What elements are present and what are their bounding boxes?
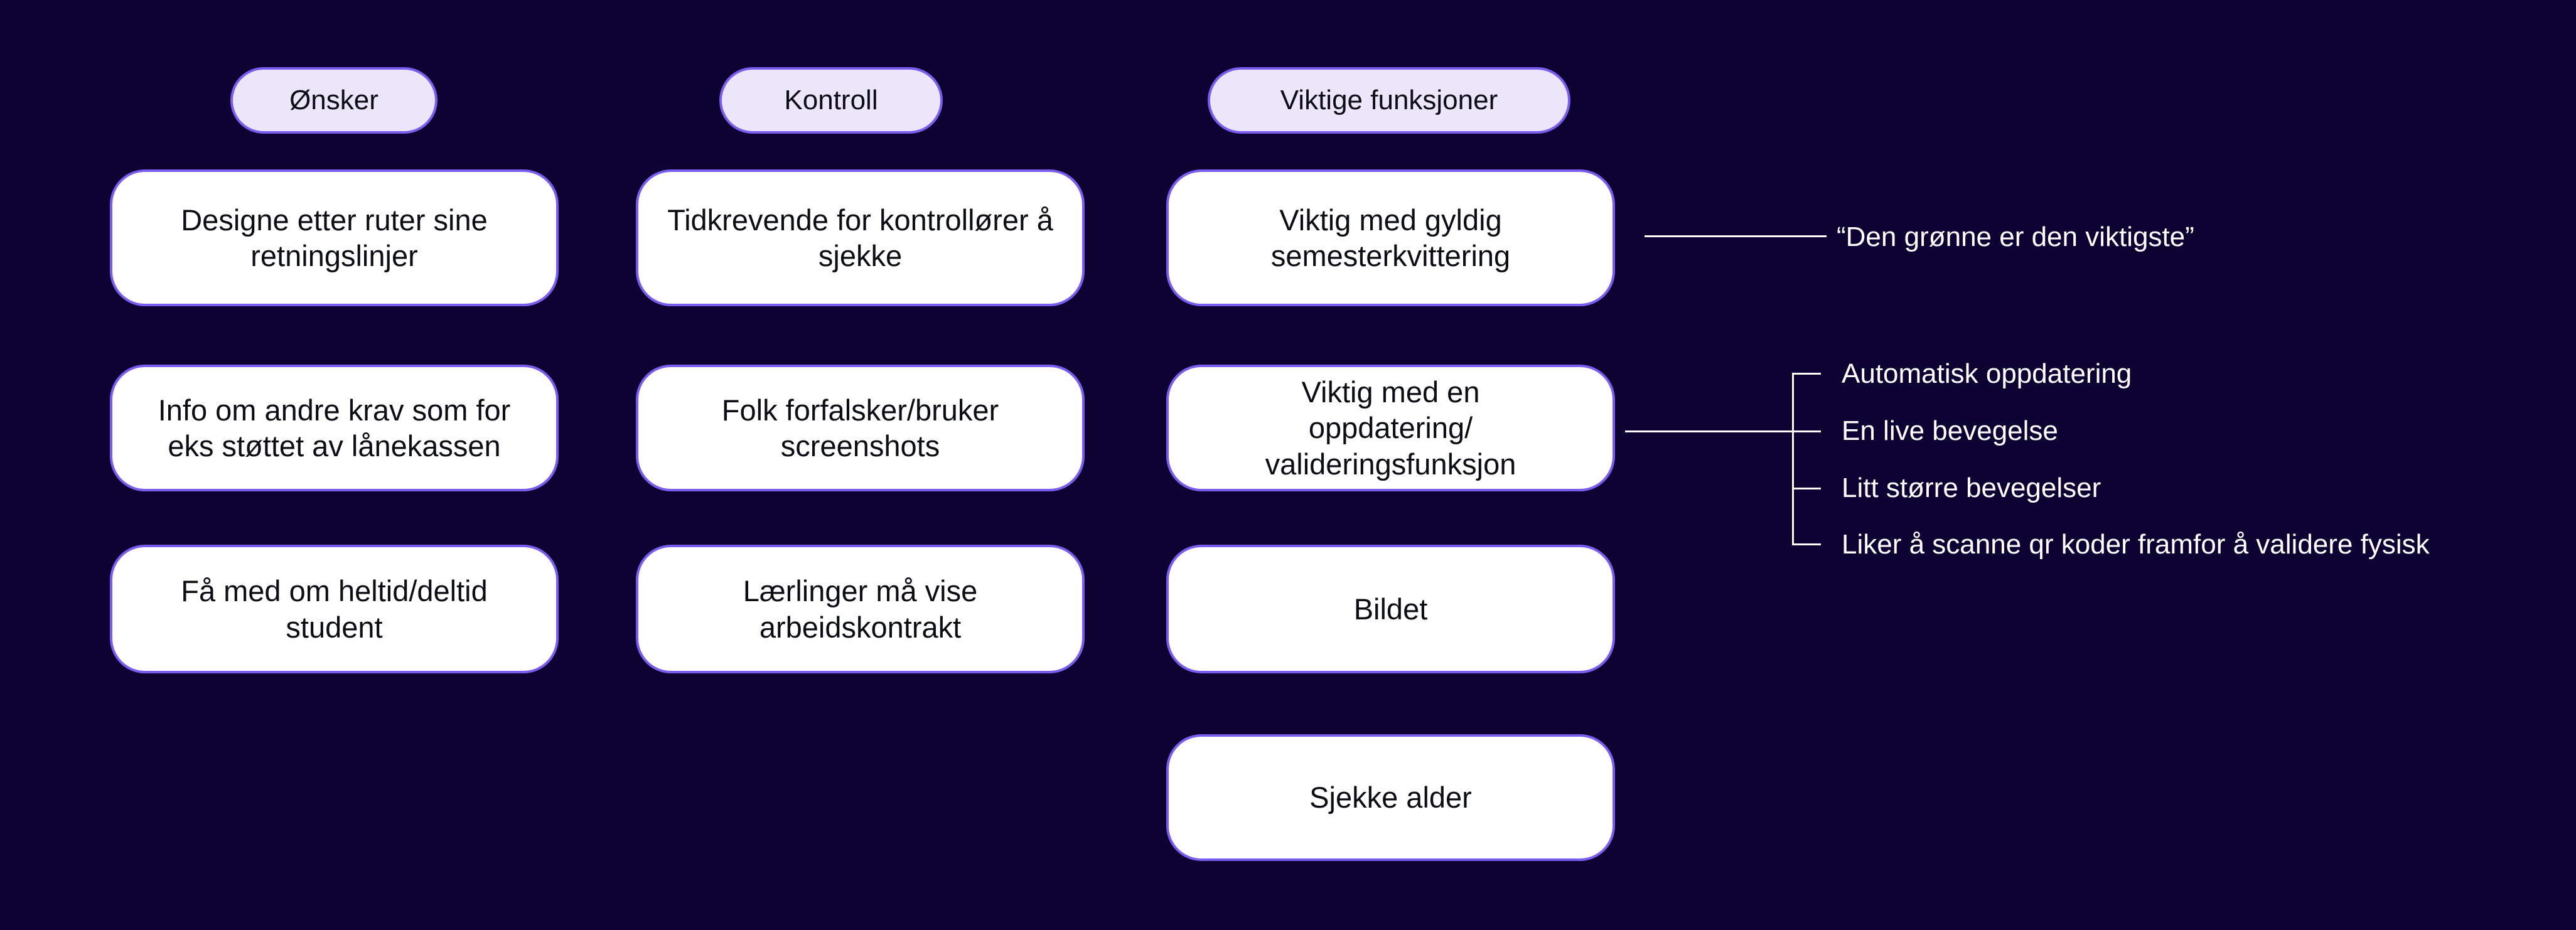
column-header-kontroll[interactable]: Kontroll xyxy=(719,67,943,134)
annotation-litt-storre-bevegelser[interactable]: Litt større bevegelser xyxy=(1842,473,2101,503)
connector-line-quote xyxy=(1645,235,1827,237)
card-folk-forfalsker[interactable]: Folk forfalsker/bruker screenshots xyxy=(636,365,1085,491)
card-text: Designe etter ruter sine retningslinjer xyxy=(181,203,488,272)
card-tidkrevende-kontrollorer[interactable]: Tidkrevende for kontrollører å sjekke xyxy=(636,169,1085,306)
connector-tick-2 xyxy=(1792,430,1821,432)
card-bildet[interactable]: Bildet xyxy=(1166,545,1615,673)
connector-line-branch-vertical xyxy=(1792,373,1794,545)
connector-tick-1 xyxy=(1792,373,1821,375)
card-heltid-deltid[interactable]: Få med om heltid/deltid student xyxy=(110,545,559,673)
card-info-andre-krav[interactable]: Info om andre krav som for eks støttet a… xyxy=(110,365,559,491)
column-header-viktige-funksjoner-label: Viktige funksjoner xyxy=(1280,85,1498,115)
connector-line-branch-stem xyxy=(1625,430,1792,432)
annotation-en-live-bevegelse[interactable]: En live bevegelse xyxy=(1842,415,2058,446)
connector-tick-3 xyxy=(1792,488,1821,489)
card-text: Lærlinger må vise arbeidskontrakt xyxy=(743,574,978,644)
annotation-quote[interactable]: “Den grønne er den viktigste” xyxy=(1837,222,2194,252)
card-text: Viktig med gyldig semesterkvittering xyxy=(1270,203,1511,272)
card-text: Få med om heltid/deltid student xyxy=(181,574,488,644)
connector-tick-4 xyxy=(1792,543,1821,545)
card-oppdatering-valideringsfunksjon[interactable]: Viktig med en oppdatering/ valideringsfu… xyxy=(1166,365,1615,491)
column-header-onsker[interactable]: Ønsker xyxy=(230,67,437,134)
card-text: Tidkrevende for kontrollører å sjekke xyxy=(667,203,1053,272)
card-text: Folk forfalsker/bruker screenshots xyxy=(721,393,999,462)
column-header-kontroll-label: Kontroll xyxy=(784,85,878,115)
card-text: Viktig med en oppdatering/ valideringsfu… xyxy=(1265,375,1516,481)
card-text: Info om andre krav som for eks støttet a… xyxy=(158,393,511,462)
annotation-automatisk-oppdatering[interactable]: Automatisk oppdatering xyxy=(1842,358,2132,389)
card-laerlinger-arbeidskontrakt[interactable]: Lærlinger må vise arbeidskontrakt xyxy=(636,545,1085,673)
card-text: Sjekke alder xyxy=(1309,781,1472,815)
column-header-onsker-label: Ønsker xyxy=(289,85,378,115)
column-header-viktige-funksjoner[interactable]: Viktige funksjoner xyxy=(1208,67,1570,134)
card-sjekke-alder[interactable]: Sjekke alder xyxy=(1166,734,1615,861)
card-designe-etter-ruter[interactable]: Designe etter ruter sine retningslinjer xyxy=(110,169,559,306)
annotation-liker-a-scanne-qr[interactable]: Liker å scanne qr koder framfor å valide… xyxy=(1842,529,2430,560)
card-text: Bildet xyxy=(1353,592,1428,626)
card-gyldig-semesterkvittering[interactable]: Viktig med gyldig semesterkvittering xyxy=(1166,169,1615,306)
